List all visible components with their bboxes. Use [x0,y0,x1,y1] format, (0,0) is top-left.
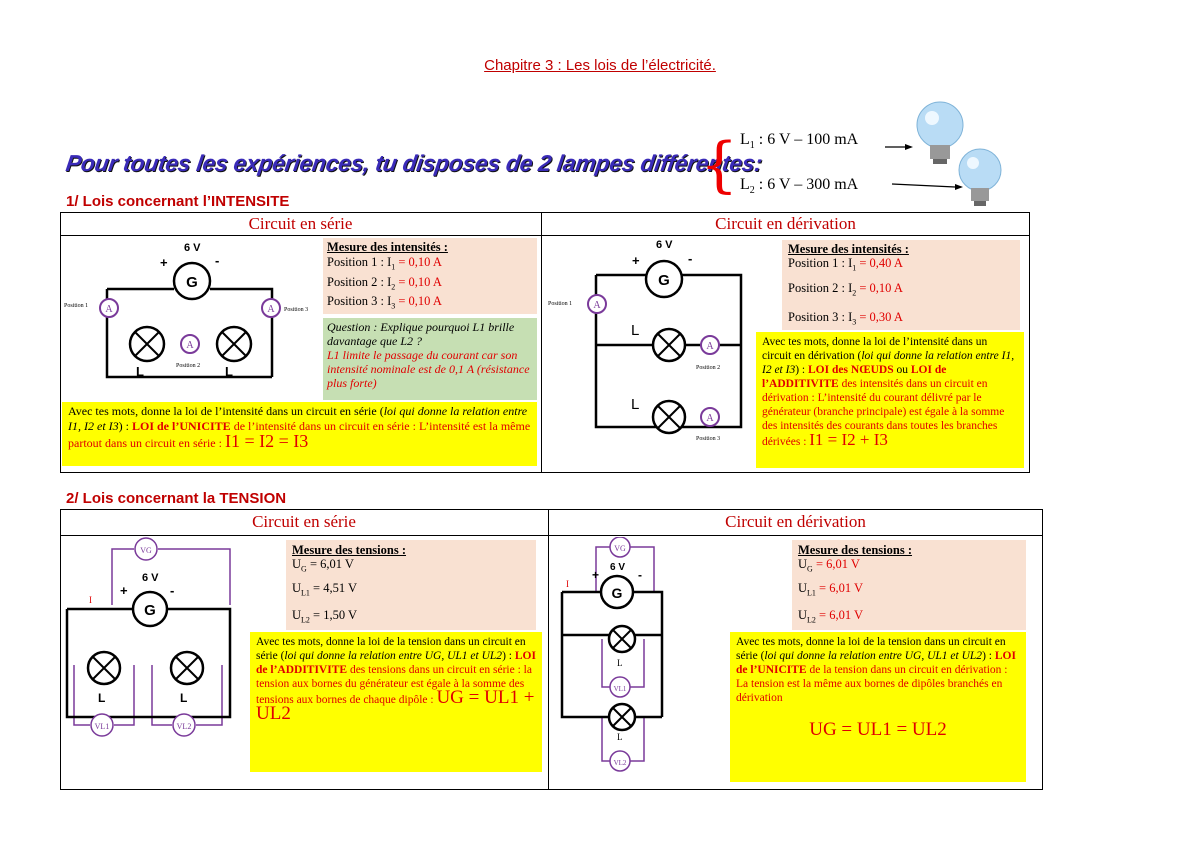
page-title: Chapitre 3 : Les lois de l’électricité. [484,57,716,74]
svg-text:-: - [688,251,692,266]
svg-text:VL2: VL2 [614,759,627,767]
svg-text:A: A [593,300,601,311]
svg-text:-: - [638,568,642,582]
svg-text:VL1: VL1 [614,685,627,693]
svg-text:VG: VG [140,546,152,555]
svg-text:I: I [566,579,569,589]
svg-text:L: L [631,396,639,413]
svg-text:6 V: 6 V [656,239,673,251]
formula-u-serie: UG = UL1 + UL2 [256,687,535,724]
svg-text:G: G [658,272,670,289]
svg-text:L: L [617,658,623,668]
section-intensite-heading: 1/ Lois concernant l’INTENSITE [66,193,290,210]
formula-i-serie: I1 = I2 = I3 [224,431,309,451]
svg-text:L: L [631,322,639,339]
intensite-serie-law: Avec tes mots, donne la loi de l’intensi… [62,402,537,466]
bulb-l2-icon [958,148,1002,206]
generator-symbol: G [186,274,198,291]
ammeter-a3: A [267,304,275,315]
intensite-derivation-circuit: G 6 V + - A A A L L Position 1 Position … [548,239,743,442]
formula-u-derivation: UG = UL1 = UL2 [809,719,947,740]
svg-text:6 V: 6 V [142,572,159,584]
bulbs-illustration [885,101,1002,206]
ammeter-a2: A [186,340,194,351]
intensite-serie-question: Question : Explique pourquoi L1 brille d… [323,318,537,400]
brace-symbol: { [700,130,739,200]
svg-text:+: + [160,255,168,270]
svg-text:G: G [612,585,623,601]
tension-serie-circuit: VG VL1 VL2 G 6 V + - I L L [65,537,232,737]
svg-text:L: L [98,691,105,705]
intensite-derivation-law: Avec tes mots, donne la loi de l’intensi… [756,332,1024,468]
svg-text:G: G [144,602,156,619]
tension-derivation-header: Circuit en dérivation [725,512,866,531]
svg-text:+: + [592,568,599,582]
intensite-serie-header: Circuit en série [248,214,353,233]
bulb-l1-icon [916,101,964,164]
intensite-derivation-header: Circuit en dérivation [715,214,856,233]
formula-i-derivation: I1 = I2 + I3 [809,430,888,449]
ammeter-a1: A [105,304,113,315]
svg-text:+: + [632,253,640,268]
tension-table [60,509,1043,790]
lamp-l2-spec: L2 : 6 V – 300 mA [740,176,859,197]
svg-text:6 V: 6 V [184,242,201,254]
intensite-serie-measures: Mesure des intensités : Position 1 : I1 … [323,238,537,314]
svg-text:6 V: 6 V [610,562,625,573]
intensite-derivation-measures: Mesure des intensités : Position 1 : I1 … [782,240,1020,330]
section-tension-heading: 2/ Lois concernant la TENSION [66,490,287,507]
tension-serie-law: Avec tes mots, donne la loi de la tensio… [250,632,542,772]
intensite-table [60,212,1030,473]
svg-text:Position 1: Position 1 [548,301,572,307]
lamp-l1-spec: L1 : 6 V – 100 mA [740,131,859,152]
intensite-serie-circuit: G 6 V + - A A A L L Position 1 Position … [64,242,308,379]
svg-text:I: I [89,595,92,605]
svg-text:A: A [706,413,714,424]
tension-derivation-circuit: VG VL1 VL2 G 6 V + - I L L [560,537,664,772]
tension-serie-measures: Mesure des tensions : UG = 6,01 V UL1 = … [286,540,536,630]
tension-derivation-law: Avec tes mots, donne la loi de la tensio… [730,632,1026,782]
svg-text:Position 2: Position 2 [176,363,200,369]
svg-text:-: - [215,253,219,268]
svg-text:A: A [706,341,714,352]
tension-serie-header: Circuit en série [252,512,356,531]
svg-text:VG: VG [614,544,626,553]
svg-text:L: L [225,364,233,379]
svg-text:Position 3: Position 3 [696,436,720,442]
svg-text:L: L [617,732,623,742]
svg-text:VL1: VL1 [95,722,110,731]
svg-text:L: L [180,691,187,705]
svg-text:Position 1: Position 1 [64,303,88,309]
banner-text: Pour toutes les expériences, tu disposes… [64,150,764,176]
svg-text:-: - [170,583,174,598]
svg-text:L: L [136,364,144,379]
tension-derivation-measures: Mesure des tensions : UG = 6,01 V UL1 = … [792,540,1026,630]
svg-text:VL2: VL2 [177,722,192,731]
svg-text:+: + [120,583,128,598]
svg-text:Position 2: Position 2 [696,365,720,371]
svg-text:Position 3: Position 3 [284,307,308,313]
